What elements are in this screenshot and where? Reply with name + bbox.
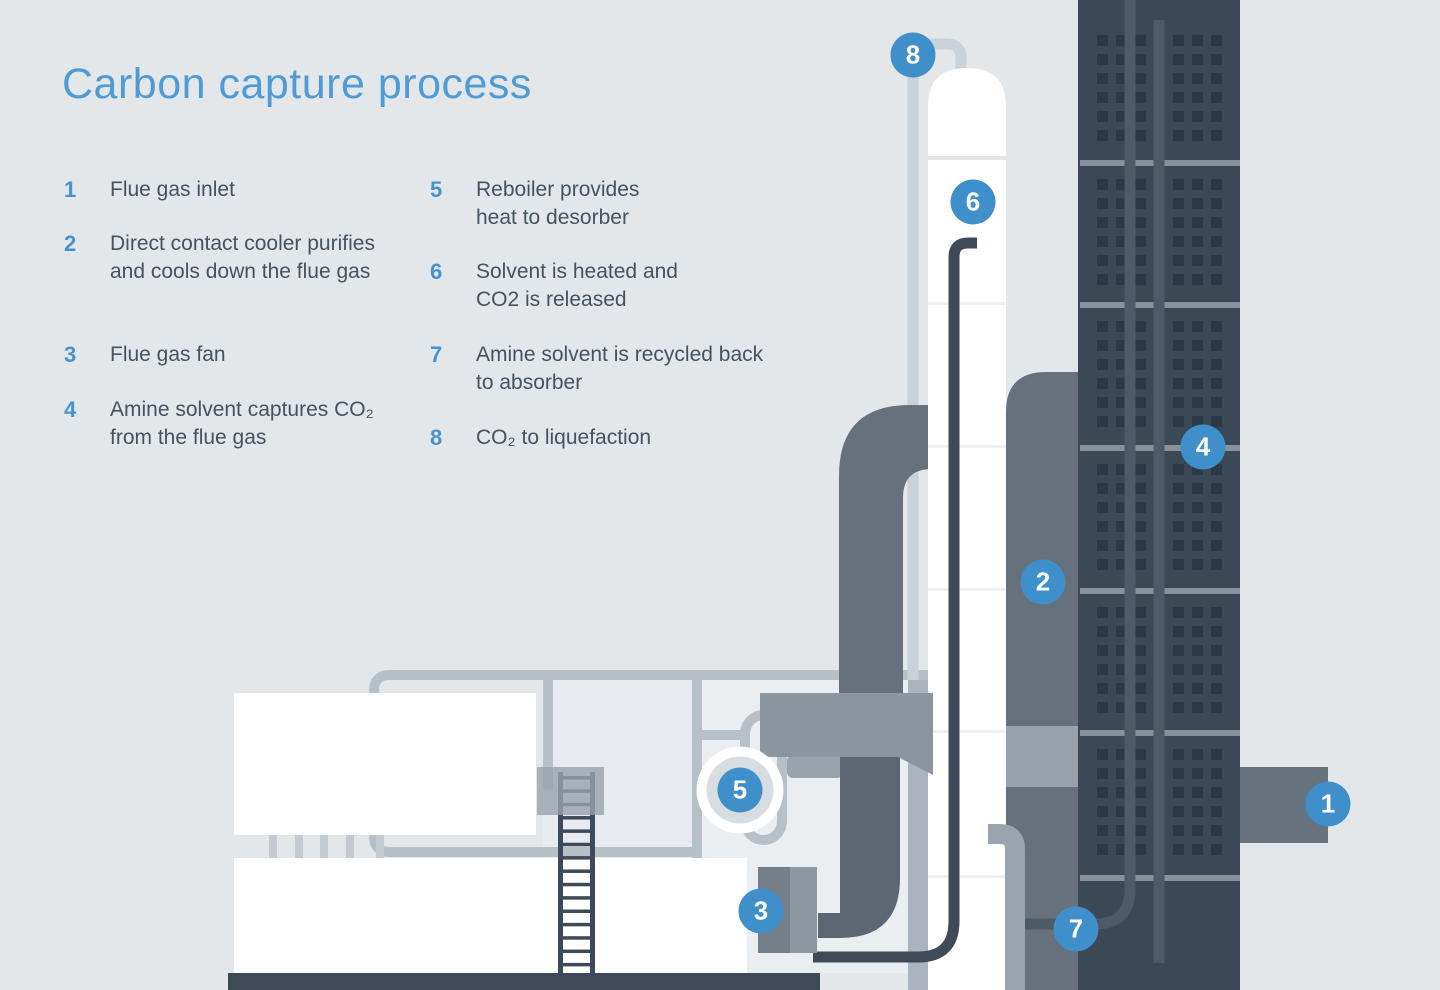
duct-flange [787,755,843,778]
legend-item-7: 7 Amine solvent is recycled back to abso… [430,341,766,397]
direct-contact-cooler-duct [1006,372,1078,990]
legend-item-6: 6 Solvent is heated and CO2 is released [430,258,706,314]
badge-6: 6 [950,179,996,225]
legend-item-number: 8 [430,425,443,450]
desorber-column [928,68,1006,990]
solvent-elbow-duct [839,405,932,700]
legend-item-text: CO₂ to liquefaction [476,426,652,449]
legend-item-5: 5 Reboiler provides heat to desorber [430,176,681,232]
legend-item-number: 6 [430,259,443,284]
absorber-tower [1078,0,1240,990]
tower-packing-pattern [1097,35,1222,855]
rich-solvent-pipe [813,237,977,963]
legend-item-3: 3 Flue gas fan [64,341,226,369]
legend-item-number: 5 [430,177,443,202]
plant-building-lower [234,858,747,973]
legend-item-2: 2 Direct contact cooler purifies and coo… [64,230,390,286]
ladder [537,767,604,986]
badge-4: 4 [1180,424,1226,470]
legend-item-8: 8 CO₂ to liquefaction [430,424,651,452]
legend-item-4: 4 Amine solvent captures CO₂ from the fl… [64,396,390,452]
legend-item-text: Amine solvent captures CO₂ from the flue… [110,398,374,449]
badge-1: 1 [1305,781,1351,827]
building-supports [269,835,384,858]
base-platform [228,973,820,990]
legend-item-1: 1 Flue gas inlet [64,176,235,204]
badge-8: 8 [890,32,936,78]
page-title: Carbon capture process [62,60,532,108]
legend-item-text: Amine solvent is recycled back to absorb… [476,343,764,394]
legend-item-number: 2 [64,231,77,256]
legend-item-number: 3 [64,342,77,367]
legend-item-text: Reboiler provides heat to desorber [476,178,640,229]
fan-riser-duct [818,700,900,938]
legend-item-text: Direct contact cooler purifies and cools… [110,232,375,283]
badge-3: 3 [738,888,784,934]
legend-item-number: 7 [430,342,443,367]
legend-item-text: Flue gas inlet [110,178,235,201]
legend-item-text: Flue gas fan [110,343,226,366]
lean-solvent-pipe [988,824,1025,990]
ladder-platform [537,767,604,815]
badge-5: 5 [717,767,763,813]
legend-item-number: 1 [64,177,77,202]
legend-item-text: Solvent is heated and CO2 is released [476,260,678,311]
badge-7: 7 [1053,906,1099,952]
background-panel [543,675,697,858]
cooler-duct-band [1006,726,1078,787]
legend-item-number: 4 [64,397,77,422]
plant-building-upper [234,693,536,835]
badge-2: 2 [1020,559,1066,605]
flue-gas-header-duct [760,693,933,775]
